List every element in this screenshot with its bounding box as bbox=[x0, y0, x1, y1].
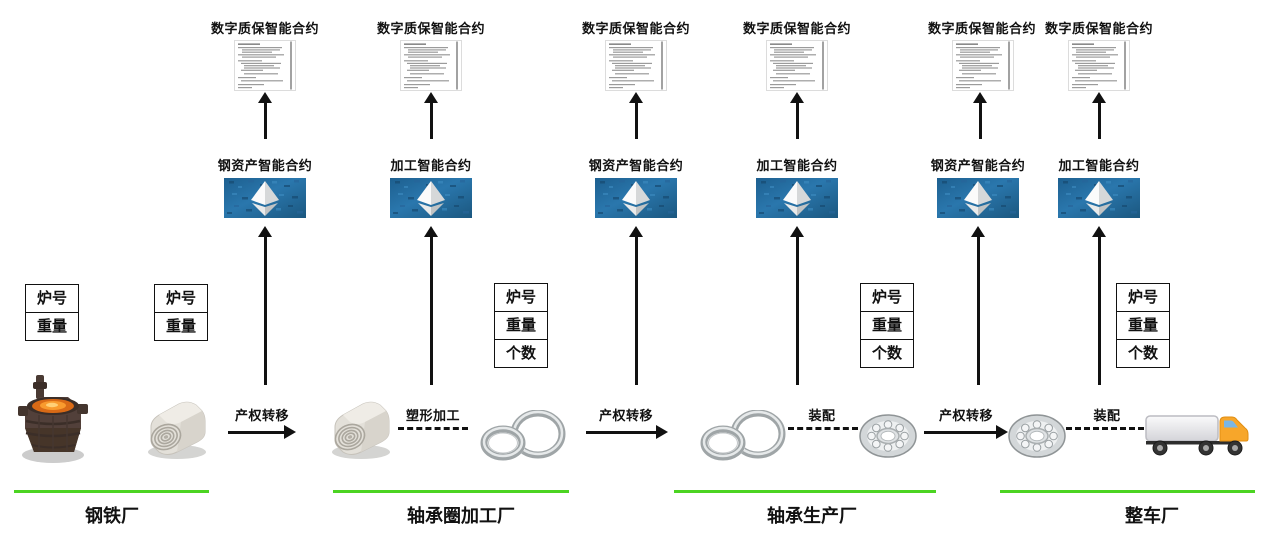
warranty-contract-label: 数字质保智能合约 bbox=[927, 21, 1037, 36]
ethereum-contract-icon bbox=[224, 178, 306, 218]
bearing-rings-icon bbox=[697, 410, 787, 464]
smart-contract-label: 钢资产智能合约 bbox=[217, 158, 313, 173]
attribute-cell: 重量 bbox=[26, 312, 78, 340]
arrow-up-icon bbox=[424, 226, 438, 385]
contract-document-icon bbox=[234, 40, 296, 91]
bearing-rings-icon bbox=[477, 410, 567, 464]
arrow-right-icon bbox=[228, 425, 296, 439]
process-label: 装配 bbox=[808, 408, 836, 423]
contract-document-icon bbox=[605, 40, 667, 91]
arrow-right-icon bbox=[586, 425, 668, 439]
ethereum-contract-icon bbox=[937, 178, 1019, 218]
process-label: 塑形加工 bbox=[405, 408, 461, 423]
transfer-label: 产权转移 bbox=[938, 408, 994, 423]
factory-label: 钢铁厂 bbox=[85, 506, 139, 526]
attribute-cell: 炉号 bbox=[871, 289, 902, 306]
ethereum-contract-icon bbox=[595, 178, 677, 218]
attribute-cell: 重量 bbox=[155, 312, 207, 340]
ball-bearing-icon bbox=[857, 412, 919, 460]
dashed-connector bbox=[1066, 427, 1144, 430]
factory-label: 轴承生产厂 bbox=[767, 506, 857, 526]
attribute-cell: 炉号 bbox=[36, 290, 67, 307]
ethereum-contract-icon bbox=[1058, 178, 1140, 218]
smart-contract-label: 钢资产智能合约 bbox=[930, 158, 1026, 173]
attribute-box: 炉号 重量 个数 bbox=[494, 283, 548, 368]
furnace-ladle-icon bbox=[12, 368, 92, 465]
contract-document-icon bbox=[400, 40, 462, 91]
arrow-up-icon bbox=[790, 226, 804, 385]
warranty-contract-label: 数字质保智能合约 bbox=[210, 21, 320, 36]
delivery-truck-icon bbox=[1143, 409, 1253, 459]
arrow-up-icon bbox=[629, 226, 643, 385]
ball-bearing-icon bbox=[1006, 412, 1068, 460]
smart-contract-label: 加工智能合约 bbox=[1058, 158, 1140, 173]
factory-underline bbox=[14, 490, 209, 493]
factory-underline bbox=[1000, 490, 1255, 493]
attribute-cell: 个数 bbox=[861, 339, 913, 367]
dashed-connector bbox=[398, 427, 468, 430]
arrow-up-icon bbox=[629, 92, 643, 139]
steel-coil-icon bbox=[136, 396, 214, 462]
arrow-up-icon bbox=[258, 92, 272, 139]
warranty-contract-label: 数字质保智能合约 bbox=[742, 21, 852, 36]
attribute-box: 炉号 重量 个数 bbox=[1116, 283, 1170, 368]
attribute-box: 炉号 重量 bbox=[154, 284, 208, 341]
warranty-contract-label: 数字质保智能合约 bbox=[581, 21, 691, 36]
transfer-label: 产权转移 bbox=[234, 408, 290, 423]
attribute-cell: 重量 bbox=[861, 311, 913, 339]
arrow-up-icon bbox=[424, 92, 438, 139]
attribute-cell: 个数 bbox=[1117, 339, 1169, 367]
arrow-up-icon bbox=[971, 226, 985, 385]
factory-underline bbox=[333, 490, 569, 493]
attribute-cell: 个数 bbox=[495, 339, 547, 367]
warranty-contract-label: 数字质保智能合约 bbox=[376, 21, 486, 36]
smart-contract-label: 加工智能合约 bbox=[390, 158, 472, 173]
contract-document-icon bbox=[766, 40, 828, 91]
attribute-cell: 炉号 bbox=[165, 290, 196, 307]
arrow-up-icon bbox=[790, 92, 804, 139]
attribute-cell: 重量 bbox=[495, 311, 547, 339]
dashed-connector bbox=[788, 427, 858, 430]
arrow-up-icon bbox=[973, 92, 987, 139]
transfer-label: 产权转移 bbox=[598, 408, 654, 423]
attribute-cell: 炉号 bbox=[505, 289, 536, 306]
smart-contract-label: 加工智能合约 bbox=[756, 158, 838, 173]
factory-label: 整车厂 bbox=[1125, 506, 1179, 526]
factory-underline bbox=[674, 490, 936, 493]
contract-document-icon bbox=[1068, 40, 1130, 91]
ethereum-contract-icon bbox=[756, 178, 838, 218]
arrow-right-icon bbox=[924, 425, 1008, 439]
steel-coil-icon bbox=[320, 396, 398, 462]
factory-label: 轴承圈加工厂 bbox=[407, 506, 515, 526]
arrow-up-icon bbox=[1092, 226, 1106, 385]
arrow-up-icon bbox=[1092, 92, 1106, 139]
warranty-contract-label: 数字质保智能合约 bbox=[1044, 21, 1154, 36]
attribute-box: 炉号 重量 个数 bbox=[860, 283, 914, 368]
process-label: 装配 bbox=[1093, 408, 1121, 423]
attribute-cell: 重量 bbox=[1117, 311, 1169, 339]
smart-contract-label: 钢资产智能合约 bbox=[588, 158, 684, 173]
arrow-up-icon bbox=[258, 226, 272, 385]
contract-document-icon bbox=[952, 40, 1014, 91]
attribute-cell: 炉号 bbox=[1127, 289, 1158, 306]
attribute-box: 炉号 重量 bbox=[25, 284, 79, 341]
ethereum-contract-icon bbox=[390, 178, 472, 218]
